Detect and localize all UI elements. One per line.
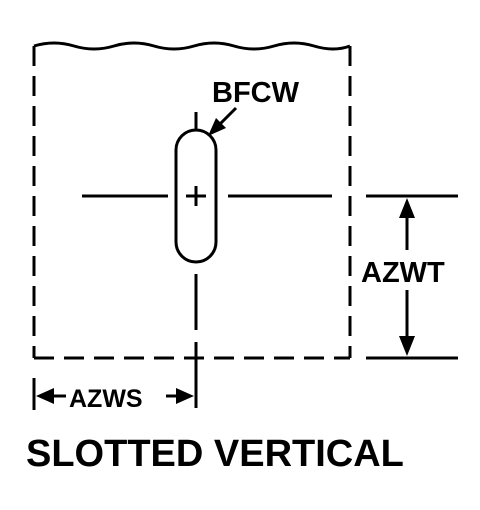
part-top-break-edge [33, 41, 351, 51]
height-dimension-label: AZWT [361, 257, 445, 289]
feature-label: BFCW [212, 77, 300, 109]
vertical-slot [174, 128, 218, 264]
height-arrowhead-down [399, 336, 415, 356]
width-arrowhead-right [176, 388, 194, 404]
diagram-caption: SLOTTED VERTICAL [26, 433, 404, 475]
feature-leader-arrowhead [208, 118, 226, 136]
height-arrowhead-up [399, 198, 415, 218]
width-arrowhead-left [36, 388, 54, 404]
width-dimension-label: AZWS [69, 385, 143, 413]
